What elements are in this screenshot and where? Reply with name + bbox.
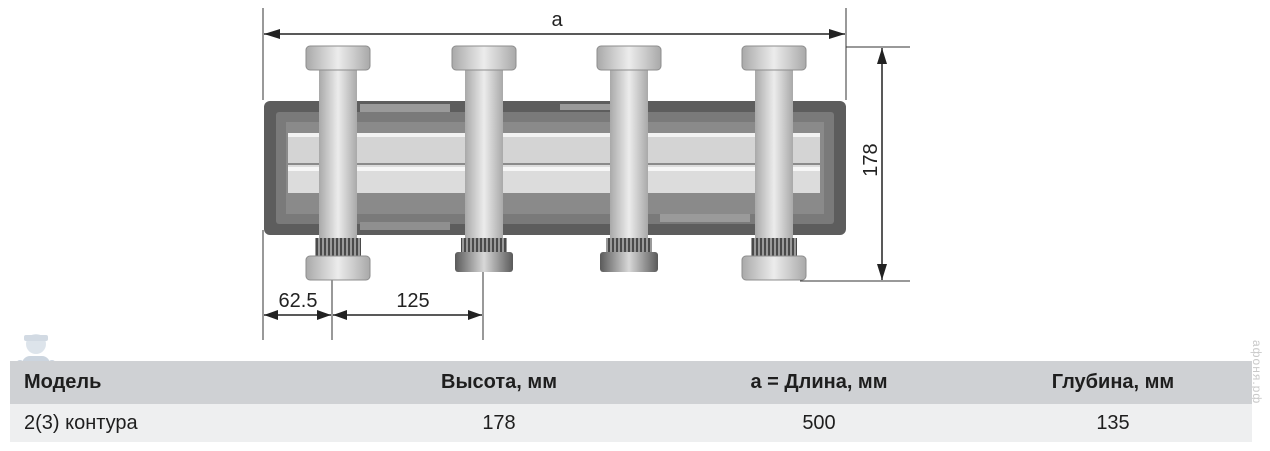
- header-height: Высота, мм: [441, 371, 557, 393]
- mascot-logo: [16, 334, 64, 434]
- spec-table: Модель Высота, мм a = Длина, мм Глубина,…: [10, 361, 1252, 442]
- cell-length: 500: [802, 411, 836, 434]
- dimension-a-label: a: [551, 9, 563, 31]
- dimension-height: 178: [860, 48, 887, 280]
- cell-height: 178: [482, 411, 516, 434]
- table-row: 2(3) контура 178 500 135: [10, 404, 1252, 442]
- dimension-a: a: [264, 9, 845, 39]
- header-length: a = Длина, мм: [750, 371, 888, 393]
- header-depth: Глубина, мм: [1051, 371, 1175, 393]
- cell-depth: 135: [1096, 411, 1130, 434]
- extension-lines: [262, 8, 910, 340]
- dimension-offset-label: 62.5: [279, 290, 318, 312]
- header-model: Модель: [24, 371, 102, 393]
- manifold-drawing: a 178 62.5 125: [262, 8, 910, 340]
- header-pipes: [288, 133, 820, 193]
- table-header-row: Модель Высота, мм a = Длина, мм Глубина,…: [10, 361, 1252, 404]
- dimension-spacing-label: 125: [396, 290, 429, 312]
- circuit-1: [305, 45, 371, 281]
- circuit-4: [741, 45, 807, 281]
- circuit-2: [451, 45, 517, 272]
- site-watermark: афоня.рф: [1250, 340, 1264, 405]
- circuit-3: [596, 45, 662, 272]
- circuit-pipes: [305, 45, 807, 281]
- cell-model: 2(3) контура: [24, 411, 138, 434]
- dimension-height-label: 178: [860, 143, 882, 176]
- dimension-offset: 62.5: [264, 290, 331, 320]
- dimension-spacing: 125: [333, 290, 482, 320]
